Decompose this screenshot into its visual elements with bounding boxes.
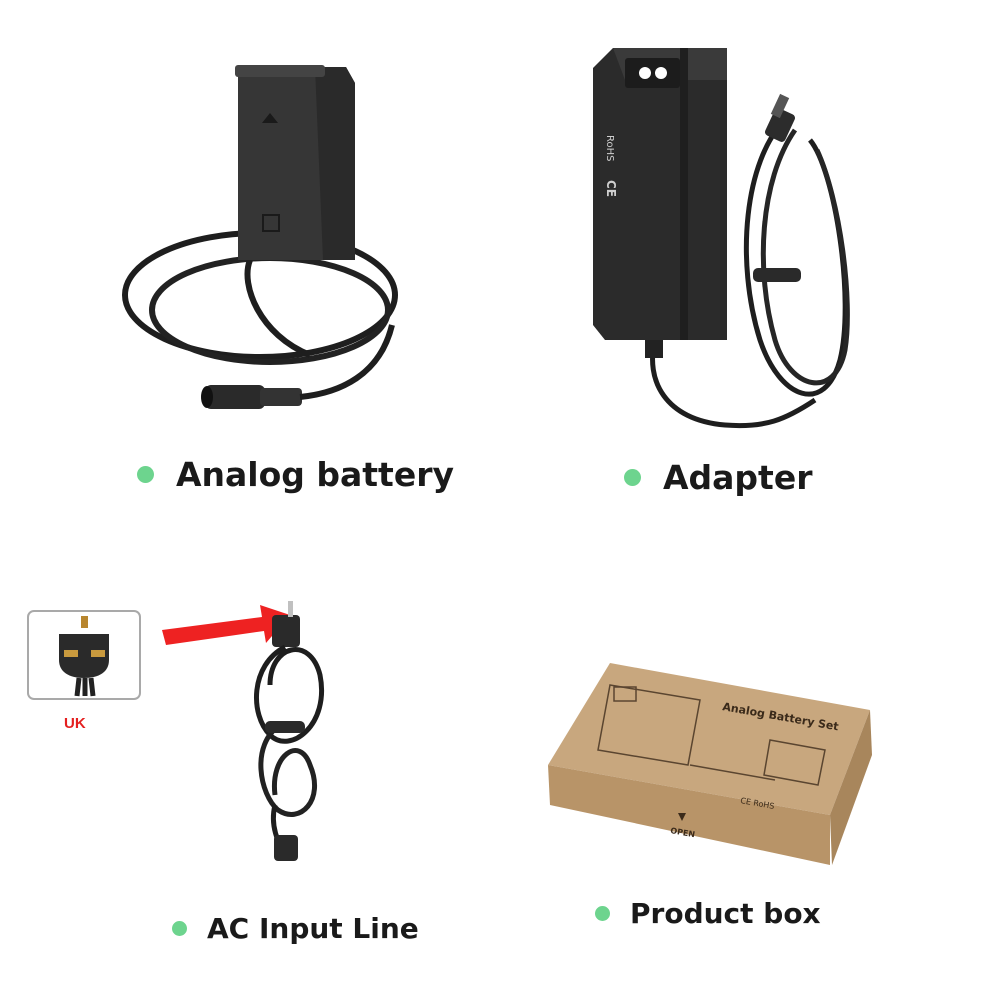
product-box-image: Analog Battery Set CE RoHS OPEN [548,663,872,865]
cable-tie [753,268,801,282]
caption-analog-battery: Analog battery [137,455,454,494]
caption-ac-input-line: AC Input Line [172,912,419,945]
ce-mark: CE [604,180,618,197]
caption-product-box: Product box [595,897,821,930]
down-arrow-icon [678,813,686,821]
uk-label: UK [64,715,86,732]
analog-battery-image [122,65,398,409]
caption-text: Adapter [663,458,813,497]
box-line-art [597,684,826,786]
bullet-dot [595,906,610,921]
bullet-dot [137,466,154,483]
cable-tie [265,721,305,733]
bullet-dot [172,921,187,936]
dc-connector [201,385,302,409]
caption-text: AC Input Line [207,912,419,945]
rohs-mark: RoHS [604,135,615,161]
uk-plug-icon [59,616,109,697]
red-arrow-icon [162,605,290,645]
caption-adapter: Adapter [624,458,812,497]
uk-plug-box [27,610,141,700]
battery-body [235,65,355,260]
caption-text: Product box [630,897,821,930]
adapter-body [593,48,727,358]
bullet-dot [624,469,641,486]
caption-text: Analog battery [176,455,455,494]
adapter-image: RoHS CE [593,48,850,429]
ac-input-line-image [162,601,324,861]
box-open-label: OPEN [670,826,696,839]
